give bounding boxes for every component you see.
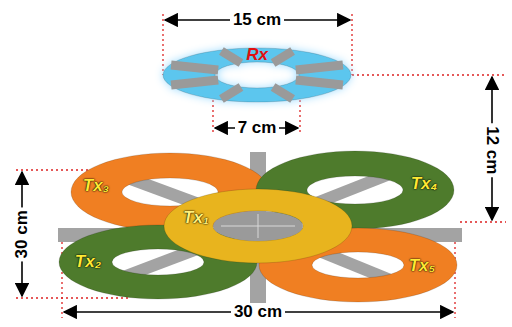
coil-ring: Tx₁: [163, 188, 353, 264]
coil-label: Tx₁: [183, 209, 209, 228]
coil-label: Tx₂: [75, 253, 101, 272]
coil-label: Tx₄: [411, 175, 438, 194]
dimension-label: 12 cm: [483, 123, 502, 177]
coil-ring: Rx: [162, 47, 352, 103]
dimension-label: 30 cm: [13, 207, 32, 261]
coil-label: Tx₅: [409, 257, 436, 276]
dimension-label: 30 cm: [231, 303, 285, 322]
base-bars: [58, 152, 462, 306]
coil-label: Tx₃: [83, 177, 109, 196]
dimension-label: 7 cm: [235, 119, 280, 138]
dimension-label: 15 cm: [230, 11, 284, 30]
extension-lines: [16, 14, 506, 318]
dimension-arrows: [22, 20, 492, 312]
coil-label: Rx: [246, 46, 268, 65]
